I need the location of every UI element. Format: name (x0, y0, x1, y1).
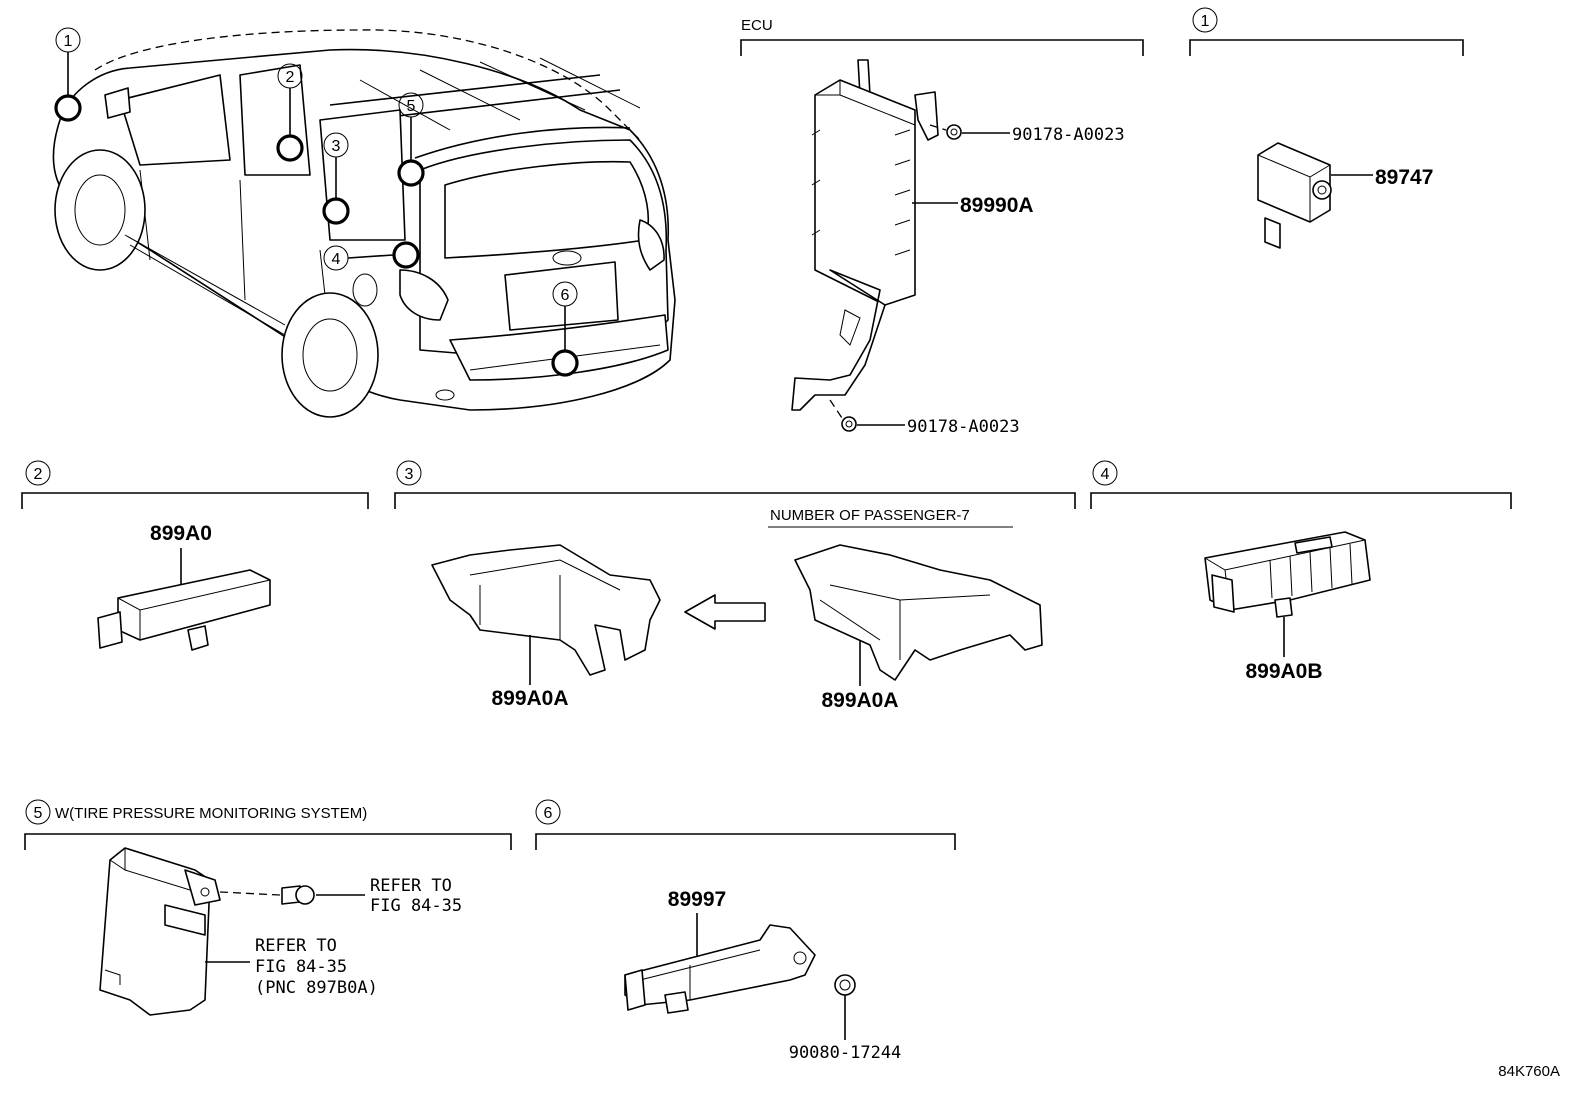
part-number-90080-17244: 90080-17244 (789, 1043, 902, 1063)
svg-text:5: 5 (407, 98, 416, 115)
location-markers (54, 52, 579, 377)
vehicle-callout-2: 2 (277, 63, 303, 89)
section-5: 5 W(TIRE PRESSURE MONITORING SYSTEM) REF… (24, 799, 512, 1016)
svg-text:6: 6 (561, 287, 570, 304)
vehicle-callout-6: 6 (552, 281, 578, 307)
part-number-90178-a0023-top: 90178-A0023 (1012, 125, 1125, 145)
tpms-title: W(TIRE PRESSURE MONITORING SYSTEM) (55, 805, 367, 822)
ecu-title: ECU (741, 17, 773, 34)
svg-text:1: 1 (64, 33, 73, 50)
svg-text:3: 3 (332, 138, 341, 155)
svg-text:4: 4 (1101, 466, 1110, 483)
vehicle-callout-3: 3 (323, 132, 349, 158)
svg-text:2: 2 (286, 69, 295, 86)
vehicle-callout-5: 5 (398, 92, 424, 118)
svg-text:4: 4 (332, 251, 341, 268)
section-2: 2 899A0 (21, 460, 369, 651)
figure-code: 84K760A (1498, 1063, 1560, 1080)
refer-to-2-line2: FIG 84-35 (255, 957, 347, 977)
section-1: 1 89747 (1189, 7, 1464, 249)
vehicle-illustration (52, 29, 676, 418)
section-4: 4 899A0B (1090, 460, 1512, 683)
svg-text:3: 3 (405, 466, 414, 483)
part-number-90178-a0023-bottom: 90178-A0023 (907, 417, 1020, 437)
svg-text:1: 1 (1201, 13, 1210, 30)
section-3: 3 NUMBER OF PASSENGER-7 899A0A 899A0A (394, 460, 1076, 712)
svg-text:6: 6 (544, 805, 553, 822)
part-number-899a0a-left: 899A0A (491, 687, 568, 710)
refer-to-fig-line2: FIG 84-35 (370, 896, 462, 916)
svg-text:2: 2 (34, 466, 43, 483)
vehicle-callout-4: 4 (323, 245, 349, 271)
vehicle-callout-1: 1 (55, 27, 81, 53)
part-number-899a0a-right: 899A0A (821, 689, 898, 712)
refer-to-2-line1: REFER TO (255, 936, 337, 956)
part-number-89990a: 89990A (960, 194, 1034, 217)
passenger-note: NUMBER OF PASSENGER-7 (770, 507, 970, 524)
part-number-89997: 89997 (668, 888, 726, 911)
refer-to-line1: REFER TO (370, 876, 452, 896)
ecu-section: ECU 90178-A0023 89990A 90178-A0023 (740, 17, 1144, 437)
part-number-899a0b: 899A0B (1245, 660, 1322, 683)
part-number-89747: 89747 (1375, 166, 1433, 189)
section-6: 6 89997 90080-17244 (535, 799, 956, 1063)
part-number-899a0: 899A0 (150, 522, 212, 545)
svg-text:5: 5 (34, 805, 43, 822)
refer-to-2-line3: (PNC 897B0A) (255, 978, 378, 998)
